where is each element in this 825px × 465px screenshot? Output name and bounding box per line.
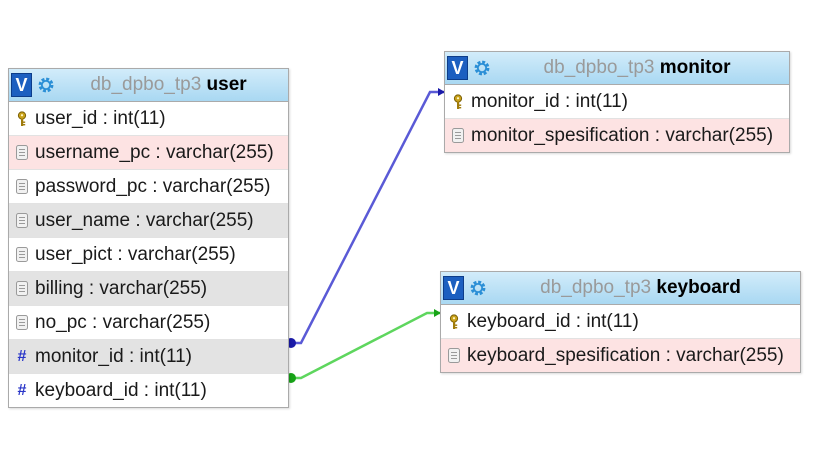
table-title: db_dpbo_tp3 monitor — [445, 57, 789, 79]
column-icon — [9, 179, 35, 194]
hash-icon: # — [17, 347, 27, 365]
table-header[interactable]: V db_dpbo_tp3 user — [9, 69, 288, 102]
table-monitor[interactable]: V db_dpbo_tp3 monitor monitor_id : int(1… — [444, 51, 790, 153]
column-row[interactable]: username_pc : varchar(255) — [9, 135, 288, 169]
database-name: db_dpbo_tp3 — [540, 277, 652, 298]
column-list: monitor_id : int(11) monitor_spesificatio… — [445, 85, 789, 152]
column-label: user_name : varchar(255) — [35, 209, 254, 231]
toggle-button[interactable]: V — [11, 73, 32, 97]
toggle-button[interactable]: V — [447, 56, 468, 80]
table-header[interactable]: V db_dpbo_tp3 keyboard — [441, 272, 800, 305]
column-row[interactable]: keyboard_spesification : varchar(255) — [441, 338, 800, 372]
column-row[interactable]: # monitor_id : int(11) — [9, 339, 288, 373]
relation-arrow — [438, 88, 445, 96]
column-label: monitor_spesification : varchar(255) — [471, 124, 774, 146]
column-row[interactable]: user_name : varchar(255) — [9, 203, 288, 237]
hash-icon: # — [17, 381, 27, 399]
database-name: db_dpbo_tp3 — [90, 74, 202, 95]
column-row[interactable]: billing : varchar(255) — [9, 271, 288, 305]
gear-icon[interactable] — [473, 59, 491, 77]
table-title: db_dpbo_tp3 user — [9, 74, 288, 96]
gear-icon[interactable] — [37, 76, 55, 94]
column-row[interactable]: monitor_id : int(11) — [445, 85, 789, 118]
column-icon — [9, 315, 35, 330]
column-row[interactable]: monitor_spesification : varchar(255) — [445, 118, 789, 152]
column-label: keyboard_id : int(11) — [467, 310, 639, 332]
column-list: keyboard_id : int(11) keyboard_spesificat… — [441, 305, 800, 372]
column-row[interactable]: user_pict : varchar(255) — [9, 237, 288, 271]
column-row[interactable]: # keyboard_id : int(11) — [9, 373, 288, 407]
column-icon — [445, 128, 471, 143]
toggle-button[interactable]: V — [443, 276, 464, 300]
column-icon — [9, 281, 35, 296]
column-label: user_id : int(11) — [35, 107, 166, 129]
column-row[interactable]: password_pc : varchar(255) — [9, 169, 288, 203]
table-user[interactable]: V db_dpbo_tp3 user user_id : int(11)user… — [8, 68, 289, 408]
column-label: monitor_id : int(11) — [471, 90, 628, 112]
column-icon — [9, 213, 35, 228]
column-label: username_pc : varchar(255) — [35, 141, 274, 163]
column-row[interactable]: user_id : int(11) — [9, 102, 288, 135]
column-label: monitor_id : int(11) — [35, 345, 192, 367]
table-name: user — [206, 74, 247, 95]
relation-user-keyboard[interactable] — [286, 309, 441, 383]
table-name: keyboard — [656, 277, 741, 298]
column-label: billing : varchar(255) — [35, 277, 208, 299]
column-row[interactable]: no_pc : varchar(255) — [9, 305, 288, 339]
column-icon — [9, 145, 35, 160]
column-label: keyboard_id : int(11) — [35, 379, 207, 401]
key-icon — [445, 93, 471, 110]
table-header[interactable]: V db_dpbo_tp3 monitor — [445, 52, 789, 85]
database-name: db_dpbo_tp3 — [543, 57, 655, 78]
column-row[interactable]: keyboard_id : int(11) — [441, 305, 800, 338]
gear-icon[interactable] — [469, 279, 487, 297]
column-label: user_pict : varchar(255) — [35, 243, 236, 265]
relation-user-monitor[interactable] — [286, 88, 445, 348]
relation-arrow — [434, 309, 441, 317]
key-icon — [441, 313, 467, 330]
column-icon — [9, 247, 35, 262]
column-list: user_id : int(11) username_pc : varchar(2… — [9, 102, 288, 407]
key-icon — [9, 110, 35, 127]
table-name: monitor — [659, 57, 731, 78]
table-title: db_dpbo_tp3 keyboard — [441, 277, 800, 299]
column-icon — [441, 348, 467, 363]
column-label: keyboard_spesification : varchar(255) — [467, 344, 784, 366]
table-keyboard[interactable]: V db_dpbo_tp3 keyboard keyboard_id : int… — [440, 271, 801, 373]
column-label: no_pc : varchar(255) — [35, 311, 211, 333]
column-label: password_pc : varchar(255) — [35, 175, 271, 197]
